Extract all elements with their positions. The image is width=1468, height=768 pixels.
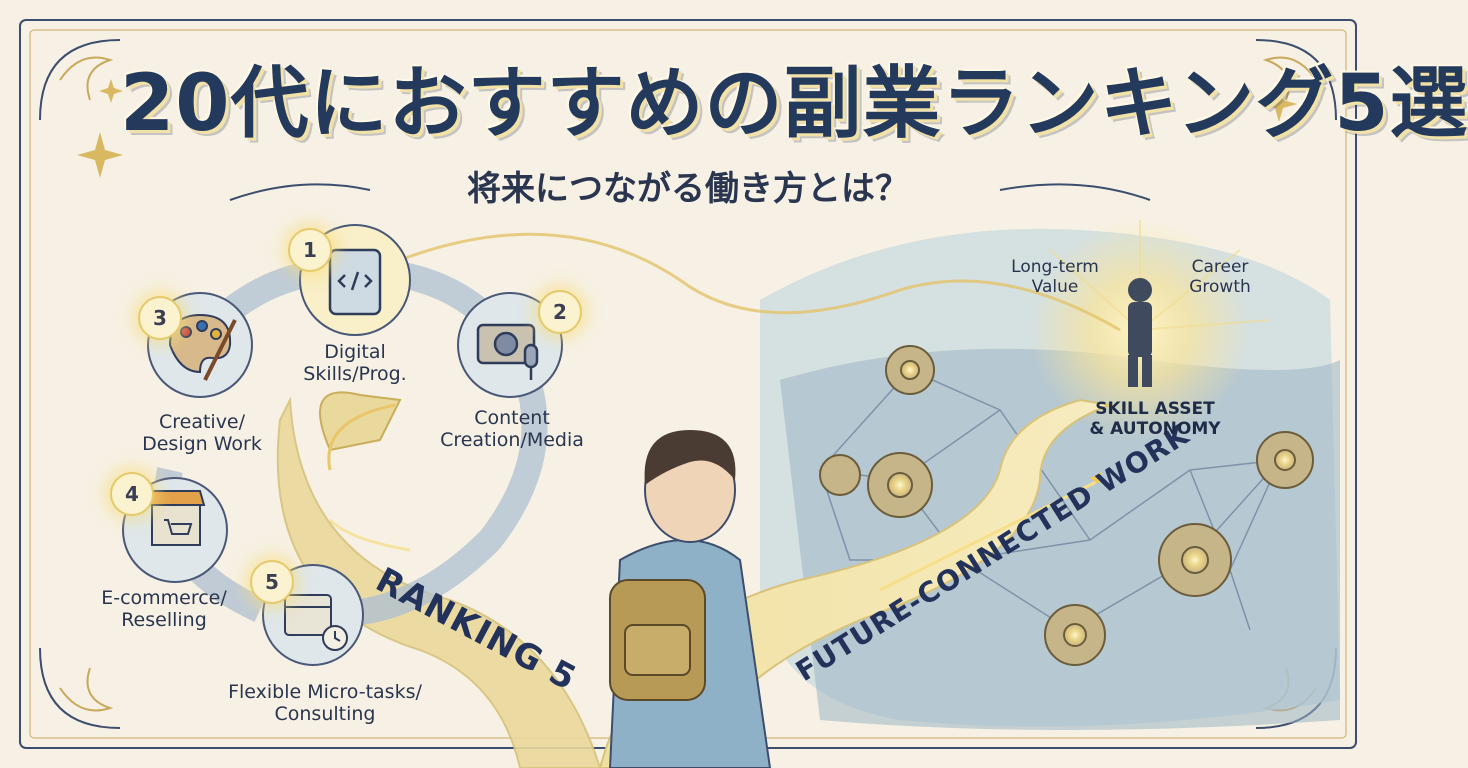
gear-icon [819,345,1314,666]
item-label-4-line1: E-commerce/ [101,587,227,609]
camera-microphone-icon [476,323,539,380]
item-label-3-line1: Creative/ [158,411,246,433]
item-label-4-line2: Reselling [121,608,207,631]
tablet-code-icon [328,248,382,316]
item-label-3-line2: Design Work [142,432,262,455]
rank-badge-4: 4 [110,472,154,516]
career-growth-line2: Growth [1189,276,1251,297]
rank-badge-5: 5 [250,560,294,604]
illustration: 20代におすすめの副業ランキング5選 将来につながる働き方とは？ 1 2 3 4… [19,19,1468,768]
item-label-2-line1: Content [474,407,550,429]
long-term-line2: Value [1031,276,1079,297]
skill-asset-line2: & AUTONOMY [1089,418,1221,439]
young-man-figure [608,430,772,768]
item-label-3: Creative/ Design Work [102,411,302,456]
item-label-4: E-commerce/ Reselling [64,587,264,632]
long-term-line1: Long-term [1011,257,1099,277]
item-label-2: Content Creation/Media [412,407,612,452]
page-subtitle: 将来につながる働き方とは？ [467,169,909,209]
page-title: 20代におすすめの副業ランキング5選 [120,59,1468,149]
skill-asset-line1: SKILL ASSET [1095,399,1215,419]
item-label-5-line2: Consulting [274,702,376,725]
career-growth-line1: Career [1191,257,1249,277]
calendar-clock-icon [284,594,348,651]
item-label-1-line2: Skills/Prog. [303,362,407,385]
rank-badge-2: 2 [538,290,582,334]
sparkle-icon [77,79,1297,178]
item-label-2-line2: Creation/Media [440,428,584,451]
silhouette-figure [1128,278,1152,387]
storefront-cart-icon [146,490,206,546]
long-term-value-label: Long-term Value [995,257,1115,297]
skill-asset-label: SKILL ASSET & AUTONOMY [1080,399,1230,439]
item-label-1-line1: Digital [324,341,386,363]
illustration-art [19,19,1357,768]
palette-brush-icon [168,313,237,381]
career-growth-label: Career Growth [1170,257,1270,297]
item-label-5: Flexible Micro-tasks/ Consulting [210,681,440,726]
rank-badge-3: 3 [138,296,182,340]
rank-badge-1: 1 [288,228,332,272]
item-label-1: Digital Skills/Prog. [255,341,455,386]
item-label-5-line1: Flexible Micro-tasks/ [228,681,422,703]
golden-thread [399,232,1121,332]
